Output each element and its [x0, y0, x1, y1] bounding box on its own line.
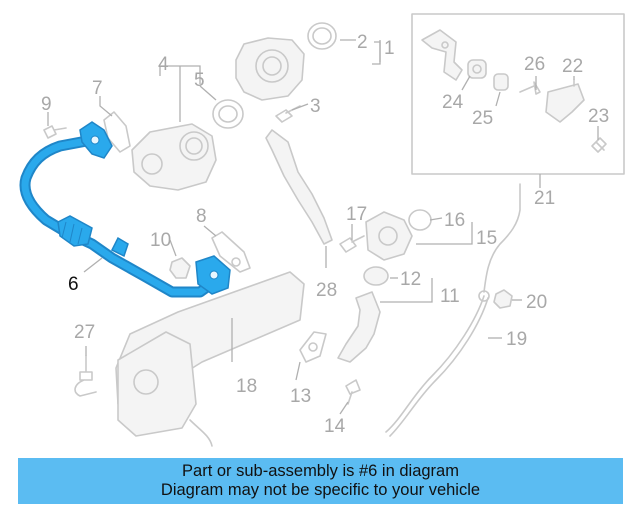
leader-1	[372, 40, 381, 65]
callout-8: 8	[196, 206, 207, 227]
bracket-28-part	[265, 129, 333, 245]
leader-25	[495, 91, 501, 107]
callout-24: 24	[442, 92, 464, 113]
egr-pipe-flange-bottom-hole	[209, 270, 219, 280]
callout-26: 26	[524, 54, 545, 75]
egr-cooler-hose	[189, 419, 213, 447]
egr-valve-port	[255, 49, 289, 83]
gasket-13-part	[299, 331, 327, 363]
leader-7	[99, 96, 113, 117]
pipe-fitting	[478, 290, 490, 302]
housing-15-part	[365, 211, 413, 261]
leader-24	[461, 75, 471, 91]
callout-6: 6	[68, 274, 79, 295]
callout-12: 12	[400, 269, 421, 290]
callout-27: 27	[74, 322, 95, 343]
gasket-2-inner	[312, 27, 332, 45]
callout-15: 15	[476, 228, 497, 249]
callout-23: 23	[588, 106, 609, 127]
gasket-5-part	[212, 99, 244, 129]
bolt-9-part	[43, 125, 67, 139]
leader-10	[169, 239, 177, 257]
callout-14: 14	[324, 416, 346, 437]
pipe-21-part	[483, 183, 521, 293]
gasket-13-hole	[308, 342, 318, 352]
pipe-19-part-2	[389, 297, 489, 437]
egr-pipe-bellows-ribs	[61, 221, 83, 245]
bushing-hole	[472, 64, 482, 74]
leader-13	[295, 361, 301, 381]
egr-cooler-body	[117, 331, 197, 437]
egr-cooler-port	[133, 369, 159, 395]
pipe-19-part	[385, 295, 485, 433]
nut-part	[493, 73, 509, 91]
sensor-27-part	[74, 355, 97, 397]
egr-pipe-6-highlight[interactable]	[19, 121, 231, 298]
banner-line-1: Part or sub-assembly is #6 in diagram	[182, 462, 459, 480]
info-banner: Part or sub-assembly is #6 in diagram Di…	[18, 458, 623, 504]
callout-5: 5	[194, 70, 205, 91]
leader-lines	[47, 39, 599, 415]
callout-17: 17	[346, 204, 367, 225]
throttle-actuator	[141, 153, 163, 175]
callout-3: 3	[310, 96, 321, 117]
callout-11: 11	[440, 286, 460, 307]
callout-4: 4	[158, 54, 169, 75]
leader-8	[203, 225, 217, 237]
callout-22: 22	[562, 56, 583, 77]
egr-pipe-bracket	[110, 236, 129, 258]
callout-28: 28	[316, 280, 337, 301]
sensor-part	[545, 83, 585, 123]
bolt-23-part	[591, 137, 607, 153]
clamp-12-part	[363, 266, 389, 286]
banner-line-2: Diagram may not be specific to your vehi…	[160, 481, 481, 499]
callout-25: 25	[472, 108, 493, 129]
gasket-5-inner	[218, 105, 238, 123]
bolt-14-part	[345, 379, 361, 405]
inset-box	[411, 13, 625, 175]
leader-14	[339, 401, 349, 415]
callout-19: 19	[506, 329, 527, 350]
nut-20-part	[493, 289, 513, 309]
callout-16: 16	[444, 210, 465, 231]
leader-5	[199, 85, 217, 101]
hose-11-part	[337, 291, 381, 363]
egr-pipe-flange-top-hole	[90, 135, 100, 145]
callout-7: 7	[92, 78, 103, 99]
bracket-part	[421, 29, 463, 81]
housing-port	[378, 226, 398, 246]
leader-6	[83, 257, 103, 273]
callout-labels: 1 2 3 4 5 6 7 8 9 10 11 12 13 14 15 16 1…	[41, 32, 609, 437]
bolt-26-part	[519, 81, 541, 95]
throttle-port-inner	[185, 137, 203, 155]
callout-21: 21	[534, 188, 555, 209]
egr-valve-port-inner	[262, 56, 282, 76]
callout-13: 13	[290, 386, 311, 407]
callout-2: 2	[357, 32, 368, 53]
leader-3	[291, 103, 309, 111]
egr-valve-part	[235, 37, 305, 101]
callout-10: 10	[150, 230, 171, 251]
gasket-2-part	[307, 22, 337, 50]
nut-10-part	[169, 257, 191, 279]
leader-11	[380, 278, 433, 303]
throttle-port	[179, 131, 209, 161]
egr-pipe-tube-fill	[21, 136, 218, 296]
gasket-16-part	[408, 209, 432, 231]
callout-1: 1	[384, 38, 395, 59]
bracket-hole	[441, 41, 449, 49]
callout-9: 9	[41, 94, 52, 115]
bolt-17-part	[339, 235, 365, 253]
callout-20: 20	[526, 292, 547, 313]
bushing-part	[467, 59, 487, 79]
egr-pipe-bellows	[57, 215, 93, 247]
gasket-8-hole	[231, 257, 241, 267]
gasket-8-part	[211, 231, 251, 273]
leader-16	[429, 217, 443, 221]
leader-15	[416, 222, 473, 245]
callout-18: 18	[236, 376, 257, 397]
